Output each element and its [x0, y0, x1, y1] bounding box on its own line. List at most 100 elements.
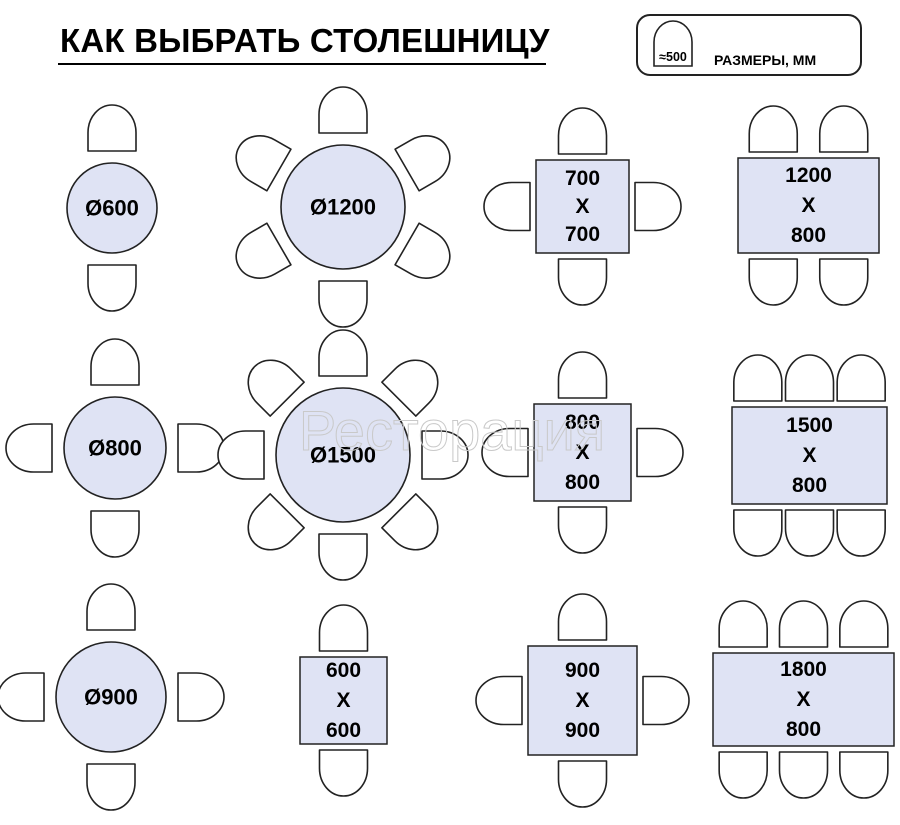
chair-icon [87, 264, 137, 312]
table-label-line: X [796, 688, 810, 711]
rect-table-rect-1200x800 [737, 157, 880, 254]
table-label-line: X [575, 441, 589, 464]
table-label: Ø1500 [310, 443, 376, 468]
table-label-line: X [336, 689, 350, 712]
chair-icon [475, 675, 523, 726]
table-label-line: X [575, 195, 589, 218]
table-label: Ø600 [85, 196, 139, 221]
chair-icon [381, 359, 439, 417]
round-table-round-600 [66, 162, 158, 254]
table-label-line: 1800 [780, 658, 827, 681]
chair-icon [481, 427, 529, 478]
table-label-line: 900 [565, 719, 600, 742]
chair-icon [636, 427, 684, 478]
chair-icon [318, 604, 369, 652]
rect-table-rect-1800x800 [712, 652, 895, 747]
rect-table-rect-1500x800 [731, 406, 888, 505]
table-label-line: 1500 [786, 414, 833, 437]
chair-icon [177, 423, 225, 473]
rect-table-square-900x900 [527, 645, 638, 756]
watermark: Ресторация [299, 399, 605, 462]
chair-icon [318, 533, 368, 581]
table-label-line: 700 [565, 223, 600, 246]
chair-icon [557, 506, 608, 554]
chair-icon [634, 181, 682, 232]
title-underline [58, 63, 546, 65]
chair-icon [836, 509, 886, 557]
chair-icon [318, 329, 368, 377]
table-label-line: X [575, 689, 589, 712]
chair-icon [748, 105, 799, 153]
chair-icon [557, 593, 608, 641]
legend-chair-size: ≈500 [659, 50, 687, 64]
chair-icon [421, 430, 469, 480]
legend-chair-icon: ≈500 [653, 20, 693, 67]
table-label-line: X [802, 444, 816, 467]
chair-icon [733, 509, 783, 557]
chair-icon [318, 280, 368, 328]
chair-icon [5, 423, 53, 473]
legend-box: ≈500 РАЗМЕРЫ, ММ [636, 14, 862, 76]
chair-icon [90, 338, 140, 386]
round-table-round-900 [55, 641, 167, 753]
table-label-line: 900 [565, 659, 600, 682]
round-table-round-1200 [280, 144, 406, 270]
chair-icon [217, 430, 265, 480]
table-label-line: 800 [791, 224, 826, 247]
chair-icon [778, 751, 829, 799]
chair-icon [483, 181, 531, 232]
table-label: Ø800 [88, 436, 142, 461]
rect-table-square-600x600 [299, 656, 388, 745]
round-table-round-800 [63, 396, 167, 500]
chair-icon [642, 675, 690, 726]
round-table-round-1500 [275, 387, 411, 523]
table-label-line: 800 [786, 718, 821, 741]
chair-icon [836, 354, 886, 402]
chair-icon [557, 351, 608, 399]
chair-icon [235, 222, 292, 279]
chair-icon [557, 760, 608, 808]
chair-icon [818, 105, 869, 153]
rect-table-square-800x800 [533, 403, 632, 502]
chair-icon [778, 600, 829, 648]
legend-units-label: РАЗМЕРЫ, ММ [714, 52, 817, 68]
chair-icon [318, 749, 369, 797]
chair-icon [90, 510, 140, 558]
table-label-line: 700 [565, 167, 600, 190]
chair-icon [718, 600, 768, 648]
table-label-line: X [801, 194, 815, 217]
chair-icon [839, 600, 889, 648]
table-label-line: 800 [792, 474, 827, 497]
chair-icon [247, 359, 305, 417]
chair-icon [381, 493, 439, 551]
chair-icon [557, 107, 608, 155]
page-title: КАК ВЫБРАТЬ СТОЛЕШНИЦУ [60, 22, 550, 59]
table-label-line: 800 [565, 471, 600, 494]
chair-icon [0, 672, 45, 722]
table-label: Ø900 [84, 685, 138, 710]
chair-icon [784, 509, 835, 557]
chair-icon [557, 258, 608, 306]
chair-icon [748, 258, 799, 306]
chair-icon [177, 672, 225, 722]
table-label: Ø1200 [310, 195, 376, 220]
chair-icon [86, 583, 136, 631]
chair-icon [394, 135, 451, 192]
table-label-line: 1200 [785, 164, 832, 187]
chair-icon [86, 763, 136, 811]
chair-icon [87, 104, 137, 152]
rect-table-square-700x700 [535, 159, 630, 254]
chair-icon [247, 493, 305, 551]
chair-icon [394, 222, 451, 279]
chair-icon [839, 751, 889, 799]
chair-icon [784, 354, 835, 402]
chairs-layer [0, 86, 889, 811]
chair-icon [235, 135, 292, 192]
table-label-line: 600 [326, 719, 361, 742]
chair-icon [818, 258, 869, 306]
table-label-line: 800 [565, 411, 600, 434]
table-label-line: 600 [326, 659, 361, 682]
chair-icon [718, 751, 768, 799]
chair-icon [318, 86, 368, 134]
